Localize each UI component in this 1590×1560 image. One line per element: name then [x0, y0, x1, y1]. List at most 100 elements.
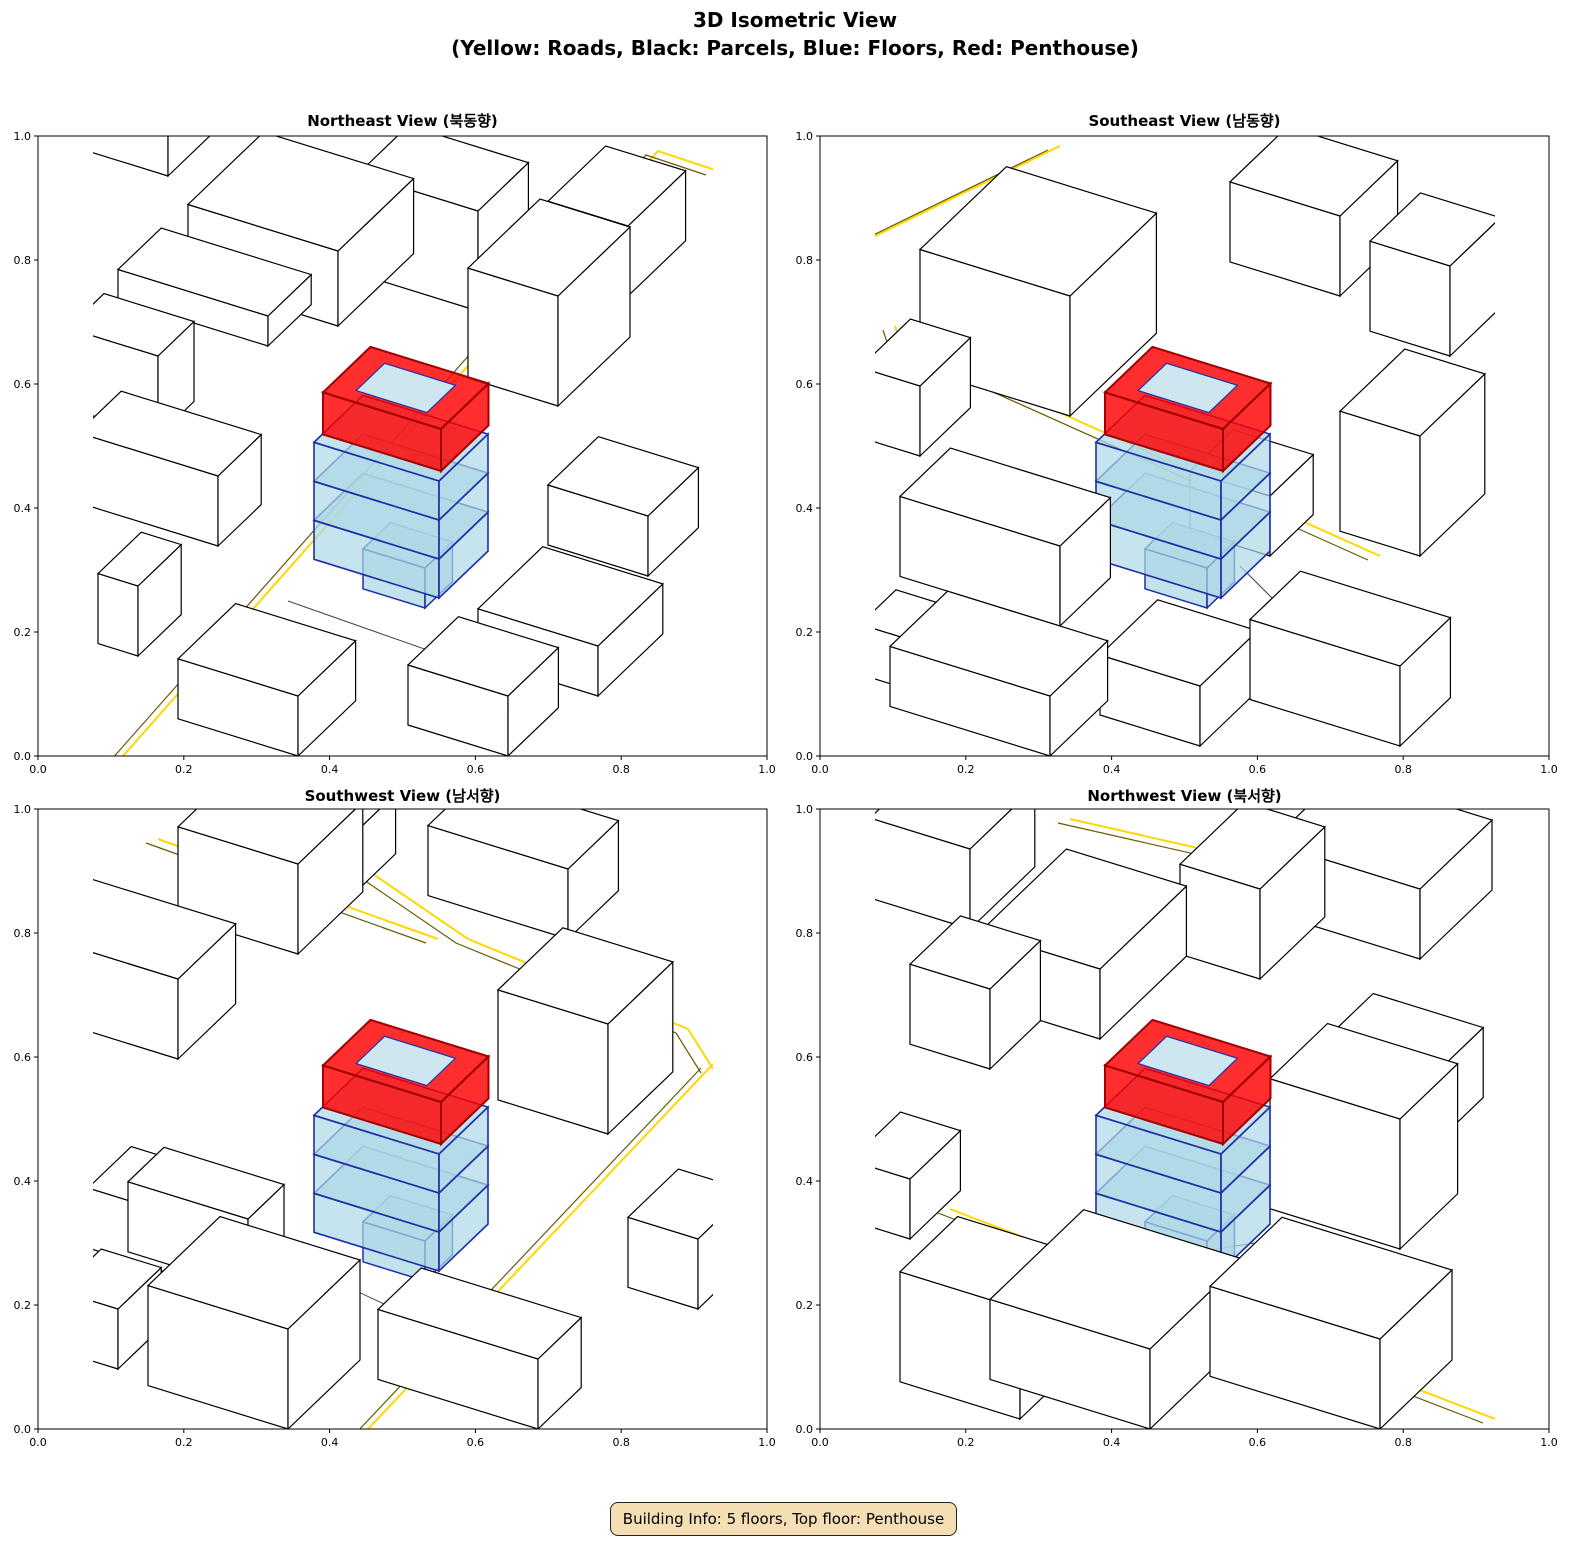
x-tick-label: 0.2	[957, 1436, 975, 1449]
top-face	[626, 1168, 713, 1240]
parcel-building	[93, 136, 211, 178]
top-face	[1268, 809, 1494, 890]
y-tick-label: 0.8	[14, 254, 32, 267]
y-tick-label: 0.8	[14, 927, 32, 940]
y-tick-label: 0.6	[14, 378, 32, 391]
y-tick-label: 1.0	[14, 803, 32, 816]
figure-title-line1: 3D Isometric View	[692, 8, 898, 32]
parcel-building	[376, 1267, 583, 1429]
axes-frame	[819, 808, 1550, 1430]
parcel-building	[1098, 599, 1259, 748]
top-face	[1208, 1216, 1454, 1340]
x-tick-label: 0.2	[957, 763, 975, 776]
top-face	[888, 590, 1109, 697]
parcel-building	[93, 1248, 163, 1371]
y-tick-label: 0.0	[14, 750, 32, 763]
y-tick-label: 0.4	[14, 502, 32, 515]
penthouse-courtyard	[354, 362, 457, 414]
x-tick-label: 0.0	[811, 763, 829, 776]
parcel-building	[1338, 348, 1486, 558]
panel-title-northeast: Northeast View (북동향)	[307, 112, 498, 130]
parcel-building	[146, 1215, 362, 1429]
top-face	[116, 227, 313, 317]
top-face	[1228, 136, 1399, 217]
road-line	[875, 145, 1061, 237]
x-tick-label: 0.6	[1249, 1436, 1267, 1449]
figure-title-line2: (Yellow: Roads, Black: Parcels, Blue: Fl…	[451, 36, 1139, 60]
y-tick-label: 0.6	[14, 1051, 32, 1064]
x-tick-label: 0.0	[29, 763, 47, 776]
parcel-building	[546, 436, 700, 578]
top-face	[875, 1111, 962, 1180]
top-face	[93, 1248, 163, 1310]
parcel-building	[1178, 809, 1326, 981]
top-face	[426, 809, 620, 870]
y-tick-label: 0.2	[796, 626, 814, 639]
x-tick-label: 1.0	[1540, 1436, 1558, 1449]
top-face	[875, 809, 1013, 850]
parcel-building	[1368, 192, 1495, 358]
y-tick-label: 0.8	[796, 927, 814, 940]
y-tick-label: 0.4	[796, 502, 814, 515]
x-tick-label: 0.8	[1394, 1436, 1412, 1449]
parcel-building	[875, 1111, 962, 1241]
parcel-building	[1228, 136, 1399, 298]
top-face	[898, 447, 1112, 547]
scene	[875, 809, 1495, 1429]
parcel-building	[96, 531, 183, 658]
top-face	[93, 390, 263, 477]
road-edge-line	[113, 154, 707, 756]
top-face	[93, 292, 196, 357]
top-face	[176, 602, 357, 697]
x-tick-label: 0.8	[612, 1436, 630, 1449]
x-tick-label: 0.4	[1103, 1436, 1121, 1449]
left-face	[93, 136, 169, 177]
x-tick-label: 0.8	[1394, 763, 1412, 776]
x-tick-label: 1.0	[758, 1436, 776, 1449]
y-tick-label: 0.6	[796, 1051, 814, 1064]
left-face	[1339, 410, 1421, 557]
top-face	[546, 436, 700, 517]
right-face	[1449, 222, 1495, 358]
top-face	[126, 1146, 286, 1220]
parcel-building	[898, 447, 1112, 628]
parcel-building	[908, 915, 1042, 1071]
y-tick-label: 0.2	[796, 1299, 814, 1312]
scene	[93, 809, 713, 1429]
right-face	[167, 136, 211, 178]
x-tick-label: 0.0	[811, 1436, 829, 1449]
x-tick-label: 1.0	[758, 763, 776, 776]
parcel-building	[1268, 1022, 1459, 1251]
y-tick-label: 0.2	[14, 1299, 32, 1312]
top-face	[476, 546, 664, 647]
right-face	[297, 809, 364, 956]
y-tick-label: 0.6	[796, 378, 814, 391]
top-face	[1178, 809, 1326, 890]
top-face	[406, 616, 560, 697]
y-tick-label: 0.0	[796, 1423, 814, 1436]
top-face	[93, 878, 237, 980]
top-face	[466, 198, 632, 297]
parcel-building	[1248, 570, 1452, 748]
y-tick-label: 1.0	[796, 803, 814, 816]
parcel-building	[176, 602, 357, 756]
x-tick-label: 0.2	[175, 763, 193, 776]
top-face	[496, 927, 674, 1025]
axes-frame	[819, 135, 1550, 757]
x-tick-label: 0.4	[1103, 763, 1121, 776]
x-tick-label: 0.2	[175, 1436, 193, 1449]
y-tick-label: 1.0	[14, 130, 32, 143]
top-face	[96, 531, 183, 587]
parcel-building	[93, 878, 237, 1061]
panel-title-northwest: Northwest View (북서향)	[1087, 787, 1282, 805]
parcel-building	[426, 809, 620, 941]
parcel-building	[176, 809, 364, 956]
right-face	[969, 809, 1036, 931]
